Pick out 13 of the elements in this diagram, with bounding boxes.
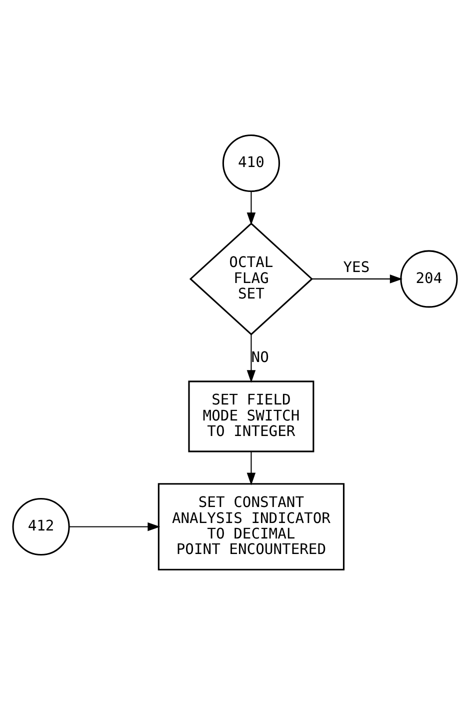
edge-label: YES bbox=[342, 258, 370, 276]
edge-label: NO bbox=[250, 348, 268, 366]
node-box: SET FIELD MODE SWITCH TO INTEGER bbox=[188, 380, 314, 452]
node-box: SET CONSTANT ANALYSIS INDICATOR TO DECIMAL POINT ENCOUNTERED bbox=[157, 483, 344, 570]
arrow bbox=[246, 334, 256, 383]
arrow bbox=[246, 452, 256, 486]
node-circle: 410 bbox=[222, 134, 280, 192]
node-circle: 204 bbox=[400, 250, 458, 308]
arrow bbox=[311, 274, 402, 284]
node-circle: 412 bbox=[12, 498, 70, 556]
arrow bbox=[68, 522, 160, 532]
node-diamond: OCTAL FLAG SET bbox=[188, 222, 313, 336]
arrow bbox=[246, 191, 256, 226]
